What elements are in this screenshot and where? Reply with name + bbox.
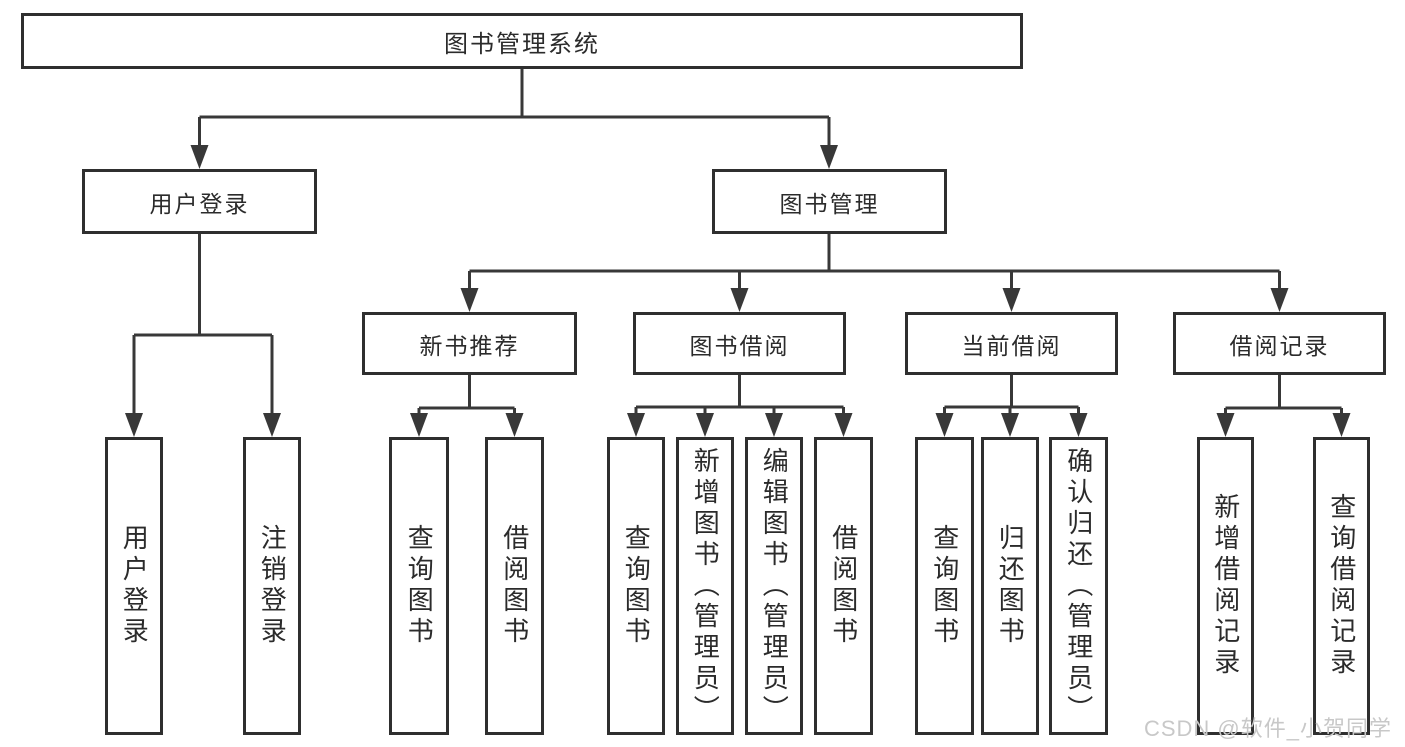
leaf-confirm-return-admin: 确认归还（管理员） bbox=[1049, 437, 1108, 735]
leaf-borrow-book-1: 借阅图书 bbox=[485, 437, 544, 735]
leaf-label: 确认归还（管理员） bbox=[1063, 446, 1094, 726]
leaf-label: 归还图书 bbox=[995, 524, 1026, 648]
node-new-book-recommend: 新书推荐 bbox=[362, 312, 577, 375]
leaf-add-borrow-record: 新增借阅记录 bbox=[1197, 437, 1254, 735]
leaf-query-book-3: 查询图书 bbox=[915, 437, 974, 735]
leaf-user-login: 用户登录 bbox=[105, 437, 163, 735]
node-book-management: 图书管理 bbox=[712, 169, 947, 234]
node-borrowing-records: 借阅记录 bbox=[1173, 312, 1386, 375]
leaf-edit-book-admin: 编辑图书（管理员） bbox=[745, 437, 803, 735]
leaf-label: 查询借阅记录 bbox=[1326, 493, 1357, 679]
node-user-login: 用户登录 bbox=[82, 169, 317, 234]
leaf-logout: 注销登录 bbox=[243, 437, 301, 735]
csdn-watermark: CSDN @软件_小贺同学 bbox=[1143, 716, 1392, 741]
leaf-label: 查询图书 bbox=[404, 524, 435, 648]
leaf-label: 新增借阅记录 bbox=[1210, 493, 1241, 679]
leaf-label: 查询图书 bbox=[621, 524, 652, 648]
leaf-label: 注销登录 bbox=[257, 524, 288, 648]
node-book-borrowing: 图书借阅 bbox=[633, 312, 846, 375]
node-current-borrowing: 当前借阅 bbox=[905, 312, 1118, 375]
leaf-label: 用户登录 bbox=[119, 524, 150, 648]
leaf-add-book-admin: 新增图书（管理员） bbox=[676, 437, 734, 735]
leaf-label: 查询图书 bbox=[929, 524, 960, 648]
leaf-label: 新增图书（管理员） bbox=[690, 446, 721, 726]
leaf-query-book-2: 查询图书 bbox=[607, 437, 665, 735]
leaf-label: 借阅图书 bbox=[499, 524, 530, 648]
leaf-label: 编辑图书（管理员） bbox=[759, 446, 790, 726]
leaf-query-book-1: 查询图书 bbox=[389, 437, 449, 735]
leaf-label: 借阅图书 bbox=[828, 524, 859, 648]
node-root-system: 图书管理系统 bbox=[21, 13, 1023, 69]
leaf-query-borrow-record: 查询借阅记录 bbox=[1313, 437, 1370, 735]
leaf-return-book: 归还图书 bbox=[981, 437, 1039, 735]
leaf-borrow-book-2: 借阅图书 bbox=[814, 437, 873, 735]
